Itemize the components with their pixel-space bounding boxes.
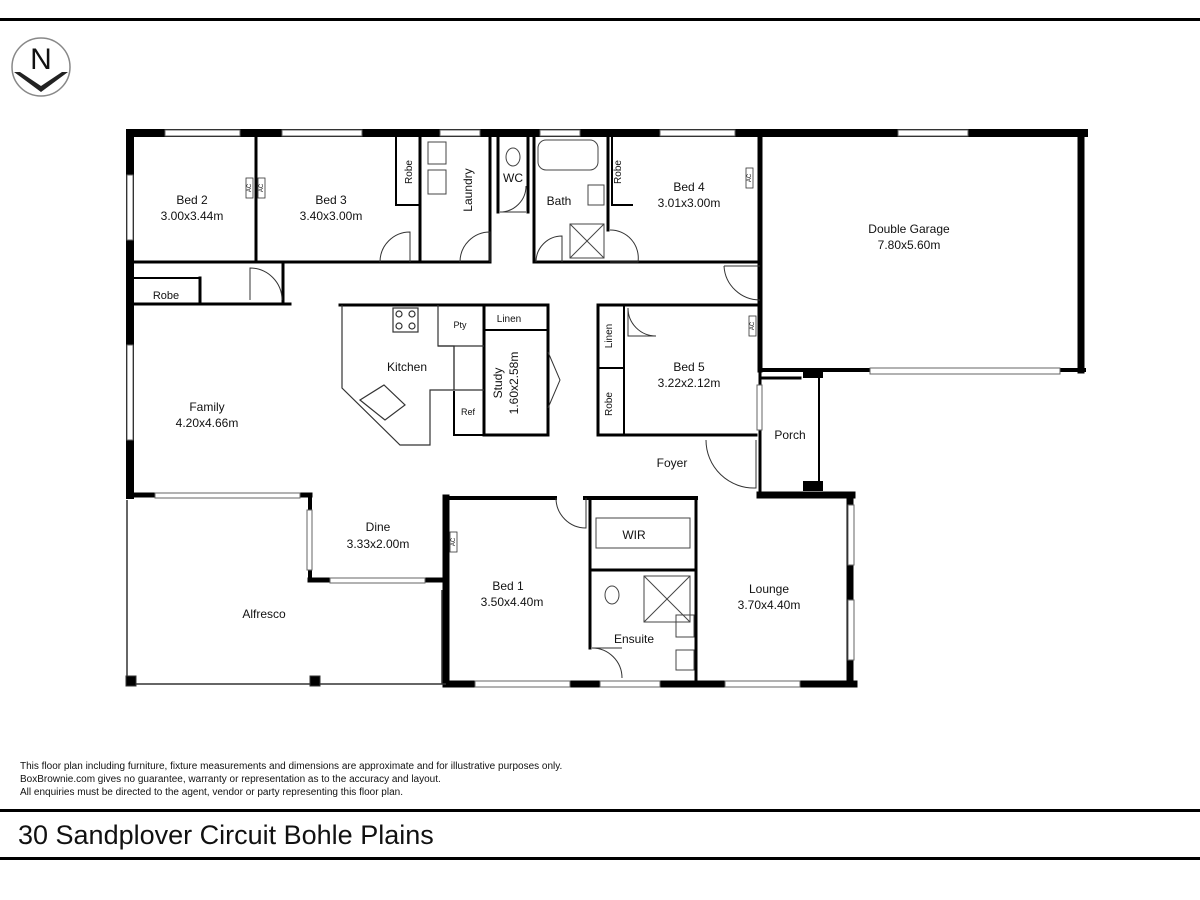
pantry-name: Pty [453,320,467,330]
bed2-size: 3.00x3.44m [161,209,224,223]
disclaimer-line: BoxBrownie.com gives no guarantee, warra… [20,774,441,785]
doors [249,185,761,679]
wc-name: WC [503,171,523,185]
bed1-size: 3.50x4.40m [481,595,544,609]
porch-name: Porch [774,428,805,442]
ac-label: AC [259,183,265,192]
foyer-name: Foyer [657,456,688,470]
top-rule [0,18,1200,21]
study-size: 1.60x2.58m [507,352,521,415]
alfresco-outline [125,500,446,687]
room-labels: Bed 2 3.00x3.44m Bed 3 3.40x3.00m Laundr… [153,160,950,646]
ac-label: AC [247,183,253,192]
family-name: Family [189,400,224,414]
bed1-name: Bed 1 [492,579,524,593]
bed5-size: 3.22x2.12m [658,376,721,390]
disclaimer: This floor plan including furniture, fix… [20,760,562,799]
north-compass-icon: N [11,37,71,97]
bed4-name: Bed 4 [673,180,705,194]
fridge-name: Ref [461,407,476,417]
lounge-size: 3.70x4.40m [738,598,801,612]
wir-name: WIR [622,528,646,542]
kitchen-fixtures [341,305,484,446]
robe-bed5-name: Robe [604,392,615,416]
bathroom-fixtures [427,139,695,671]
address-bottom-rule [0,857,1200,860]
bed2-name: Bed 2 [176,193,208,207]
robe-bed2-name: Robe [153,290,179,302]
ac-label: AC [747,173,753,182]
study-name: Study [491,368,505,399]
alfresco-name: Alfresco [242,607,286,621]
property-address: 30 Sandplover Circuit Bohle Plains [18,820,434,850]
laundry-name: Laundry [461,168,475,211]
compass-letter: N [30,43,52,76]
windows [126,129,1061,688]
robe-bed3-name: Robe [404,160,415,184]
bed3-size: 3.40x3.00m [300,209,363,223]
dine-size: 3.33x2.00m [347,537,410,551]
family-size: 4.20x4.66m [176,416,239,430]
bed3-name: Bed 3 [315,193,347,207]
address-top-rule [0,809,1200,812]
bed5-name: Bed 5 [673,360,705,374]
linen-study-name: Linen [497,314,521,325]
dine-name: Dine [366,520,391,534]
ensuite-name: Ensuite [614,632,654,646]
kitchen-name: Kitchen [387,360,427,374]
bed4-size: 3.01x3.00m [658,196,721,210]
ac-label: AC [451,537,457,546]
ac-units: AC AC AC AC AC [245,167,757,553]
garage-name: Double Garage [868,222,950,236]
floor-plan: N [11,37,1088,688]
robe-bed4-name: Robe [613,160,624,184]
lounge-name: Lounge [749,582,789,596]
linen-bed5-name: Linen [604,324,615,348]
garage-size: 7.80x5.60m [878,238,941,252]
bath-name: Bath [547,194,572,208]
disclaimer-line: This floor plan including furniture, fix… [20,761,563,772]
ac-label: AC [750,321,756,330]
disclaimer-line: All enquiries must be directed to the ag… [20,787,403,798]
